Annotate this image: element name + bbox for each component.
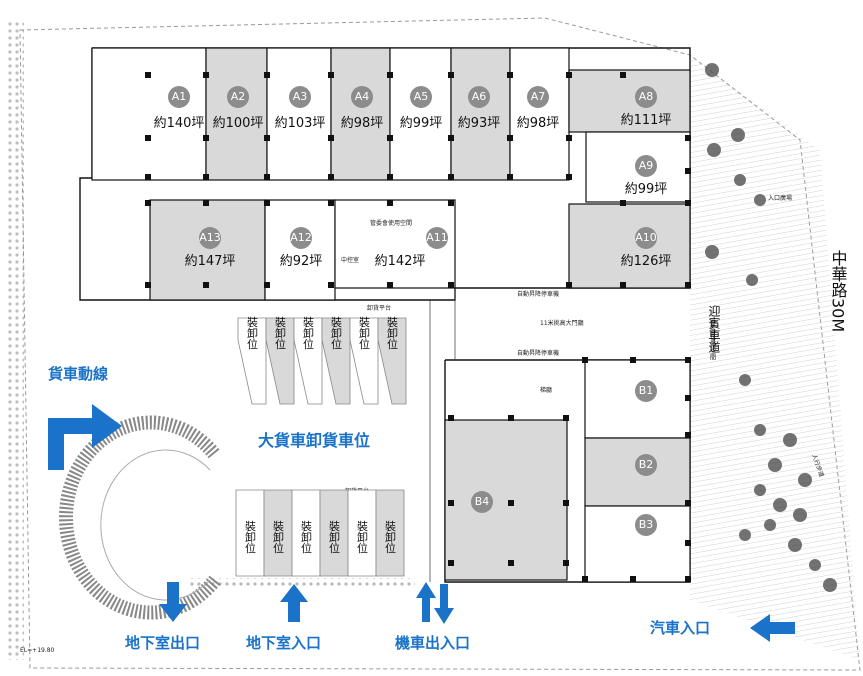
motorcycle-out-arrow-icon [434,584,454,624]
structural-columns [145,72,691,582]
bottom-hedge [190,578,415,586]
car-entrance-arrow-icon [750,614,795,642]
loading-bay-label: 裝卸位 [356,520,369,553]
unit-id-a4: A4 [355,90,370,103]
loading-bay-label: 裝卸位 [328,520,341,553]
management-use-label: 管委會使用空間 [709,317,716,361]
unit-id-a9: A9 [639,159,654,172]
unit-id-a6: A6 [472,90,487,103]
parking-tower-bottom-label: 自動昇降停車機 [517,349,559,357]
unit-id-a8: A8 [639,90,654,103]
motorcycle-in-arrow-icon [416,582,436,622]
unit-a3-shape [266,47,332,181]
loading-bay-label: 裝卸位 [274,316,287,349]
unit-area-a13: 約147坪 [185,254,236,269]
unit-a1-shape [91,47,207,181]
unit-area-a8: 約111坪 [621,113,672,128]
unit-id-a10: A10 [635,231,657,244]
loading-bay-label: 裝卸位 [330,316,343,349]
unit-id-b3: B3 [639,518,654,531]
site-landscape [6,17,861,671]
unit-a5-shape [389,47,452,181]
unit-a8-shape [568,69,691,133]
road-label: 中華路30M [829,250,848,332]
units-mid [149,199,456,301]
unit-a12-shape [264,199,336,301]
basement-exit-label: 地下室出口 [125,634,200,652]
unit-id-a2: A2 [231,90,246,103]
unit-b2-shape [584,437,691,507]
unit-area-a11: 約142坪 [375,254,426,269]
motorcycle-entrance-label: 機車出入口 [395,634,470,652]
unit-a6-shape [450,47,511,181]
unit-id-a1: A1 [172,90,187,103]
big-truck-area-label: 大貨車卸貨車位 [258,431,370,450]
car-entrance-label: 汽車入口 [650,619,710,637]
unit-b3-shape [584,505,691,583]
unit-id-a12: A12 [290,231,312,244]
unit-a2-shape [205,47,268,181]
loading-bay-label: 裝卸位 [358,316,371,349]
unit-area-a9: 約99坪 [625,182,668,197]
loading-bay-labels: 裝卸位 裝卸位 裝卸位 裝卸位 裝卸位 裝卸位 裝卸位 裝卸位 裝卸位 裝卸位 … [244,316,399,553]
loading-bays-top [237,317,407,405]
left-tree-strip [6,20,24,660]
loading-bay-label: 裝卸位 [272,520,285,553]
unit-area-a6: 約93坪 [458,116,501,131]
unit-a7-shape [509,47,570,181]
unit-area-a12: 約92坪 [280,254,323,269]
loading-bay-label: 裝卸位 [244,520,257,553]
shared-space-label: 管委會使用空間 [370,219,412,227]
loading-bay-label: 裝卸位 [384,520,397,553]
loading-bay-label: 裝卸位 [300,520,313,553]
unit-id-a13: A13 [199,231,221,244]
loading-platform-label: 卸貨平台 [367,304,391,312]
unit-area-a7: 約98坪 [517,116,560,131]
unit-id-b4: B4 [475,495,490,508]
unit-a4-shape [330,47,391,181]
unit-id-b1: B1 [639,384,654,397]
loading-bay-label: 裝卸位 [386,316,399,349]
unit-area-a5: 約99坪 [400,116,443,131]
unit-b4-shape [444,419,568,581]
unit-badges [168,86,657,536]
basement-exit-arrow-icon [159,582,187,622]
unit-b1-shape [584,359,691,439]
unit-area-a4: 約98坪 [341,116,384,131]
unit-a10-shape [568,203,691,289]
unit-area-a1: 約140坪 [154,116,205,131]
elevator-hall-label: 梯廳 [540,386,552,394]
right-trees [705,63,837,592]
basement-entrance-label: 地下室入口 [246,634,321,652]
unit-id-a11: A11 [426,231,448,244]
arrows [48,404,795,642]
unit-area-a10: 約126坪 [621,254,672,269]
loading-bay-label: 裝卸位 [302,316,315,349]
units-b [444,359,691,583]
unit-id-b2: B2 [639,458,654,471]
unit-id-a5: A5 [414,90,429,103]
parking-tower-top-label: 自動昇降停車機 [517,290,559,298]
welcome-lane-label: 迎賓車道 [707,305,721,353]
lobby-label: 11米挑高大門廳 [540,319,584,327]
unit-id-a3: A3 [293,90,308,103]
loading-bay-label: 裝卸位 [246,316,259,349]
basement-entrance-arrow-icon [280,584,308,622]
elevation-label: EL=+19.80 [20,647,55,654]
unit-id-a7: A7 [531,90,546,103]
units-top [91,47,570,181]
loading-bays-bottom [235,489,405,577]
unit-area-a2: 約100坪 [213,116,264,131]
truck-route-label: 貨車動線 [48,365,108,383]
unit-area-a3: 約103坪 [275,116,326,131]
control-room-label: 中控室 [341,256,359,264]
truck-route-arrow-icon [48,404,122,470]
unit-labels: A1 約140坪 A2 約100坪 A3 約103坪 A4 約98坪 A5 約9… [154,90,672,531]
plaza-label: 入口廣場 [768,194,792,202]
